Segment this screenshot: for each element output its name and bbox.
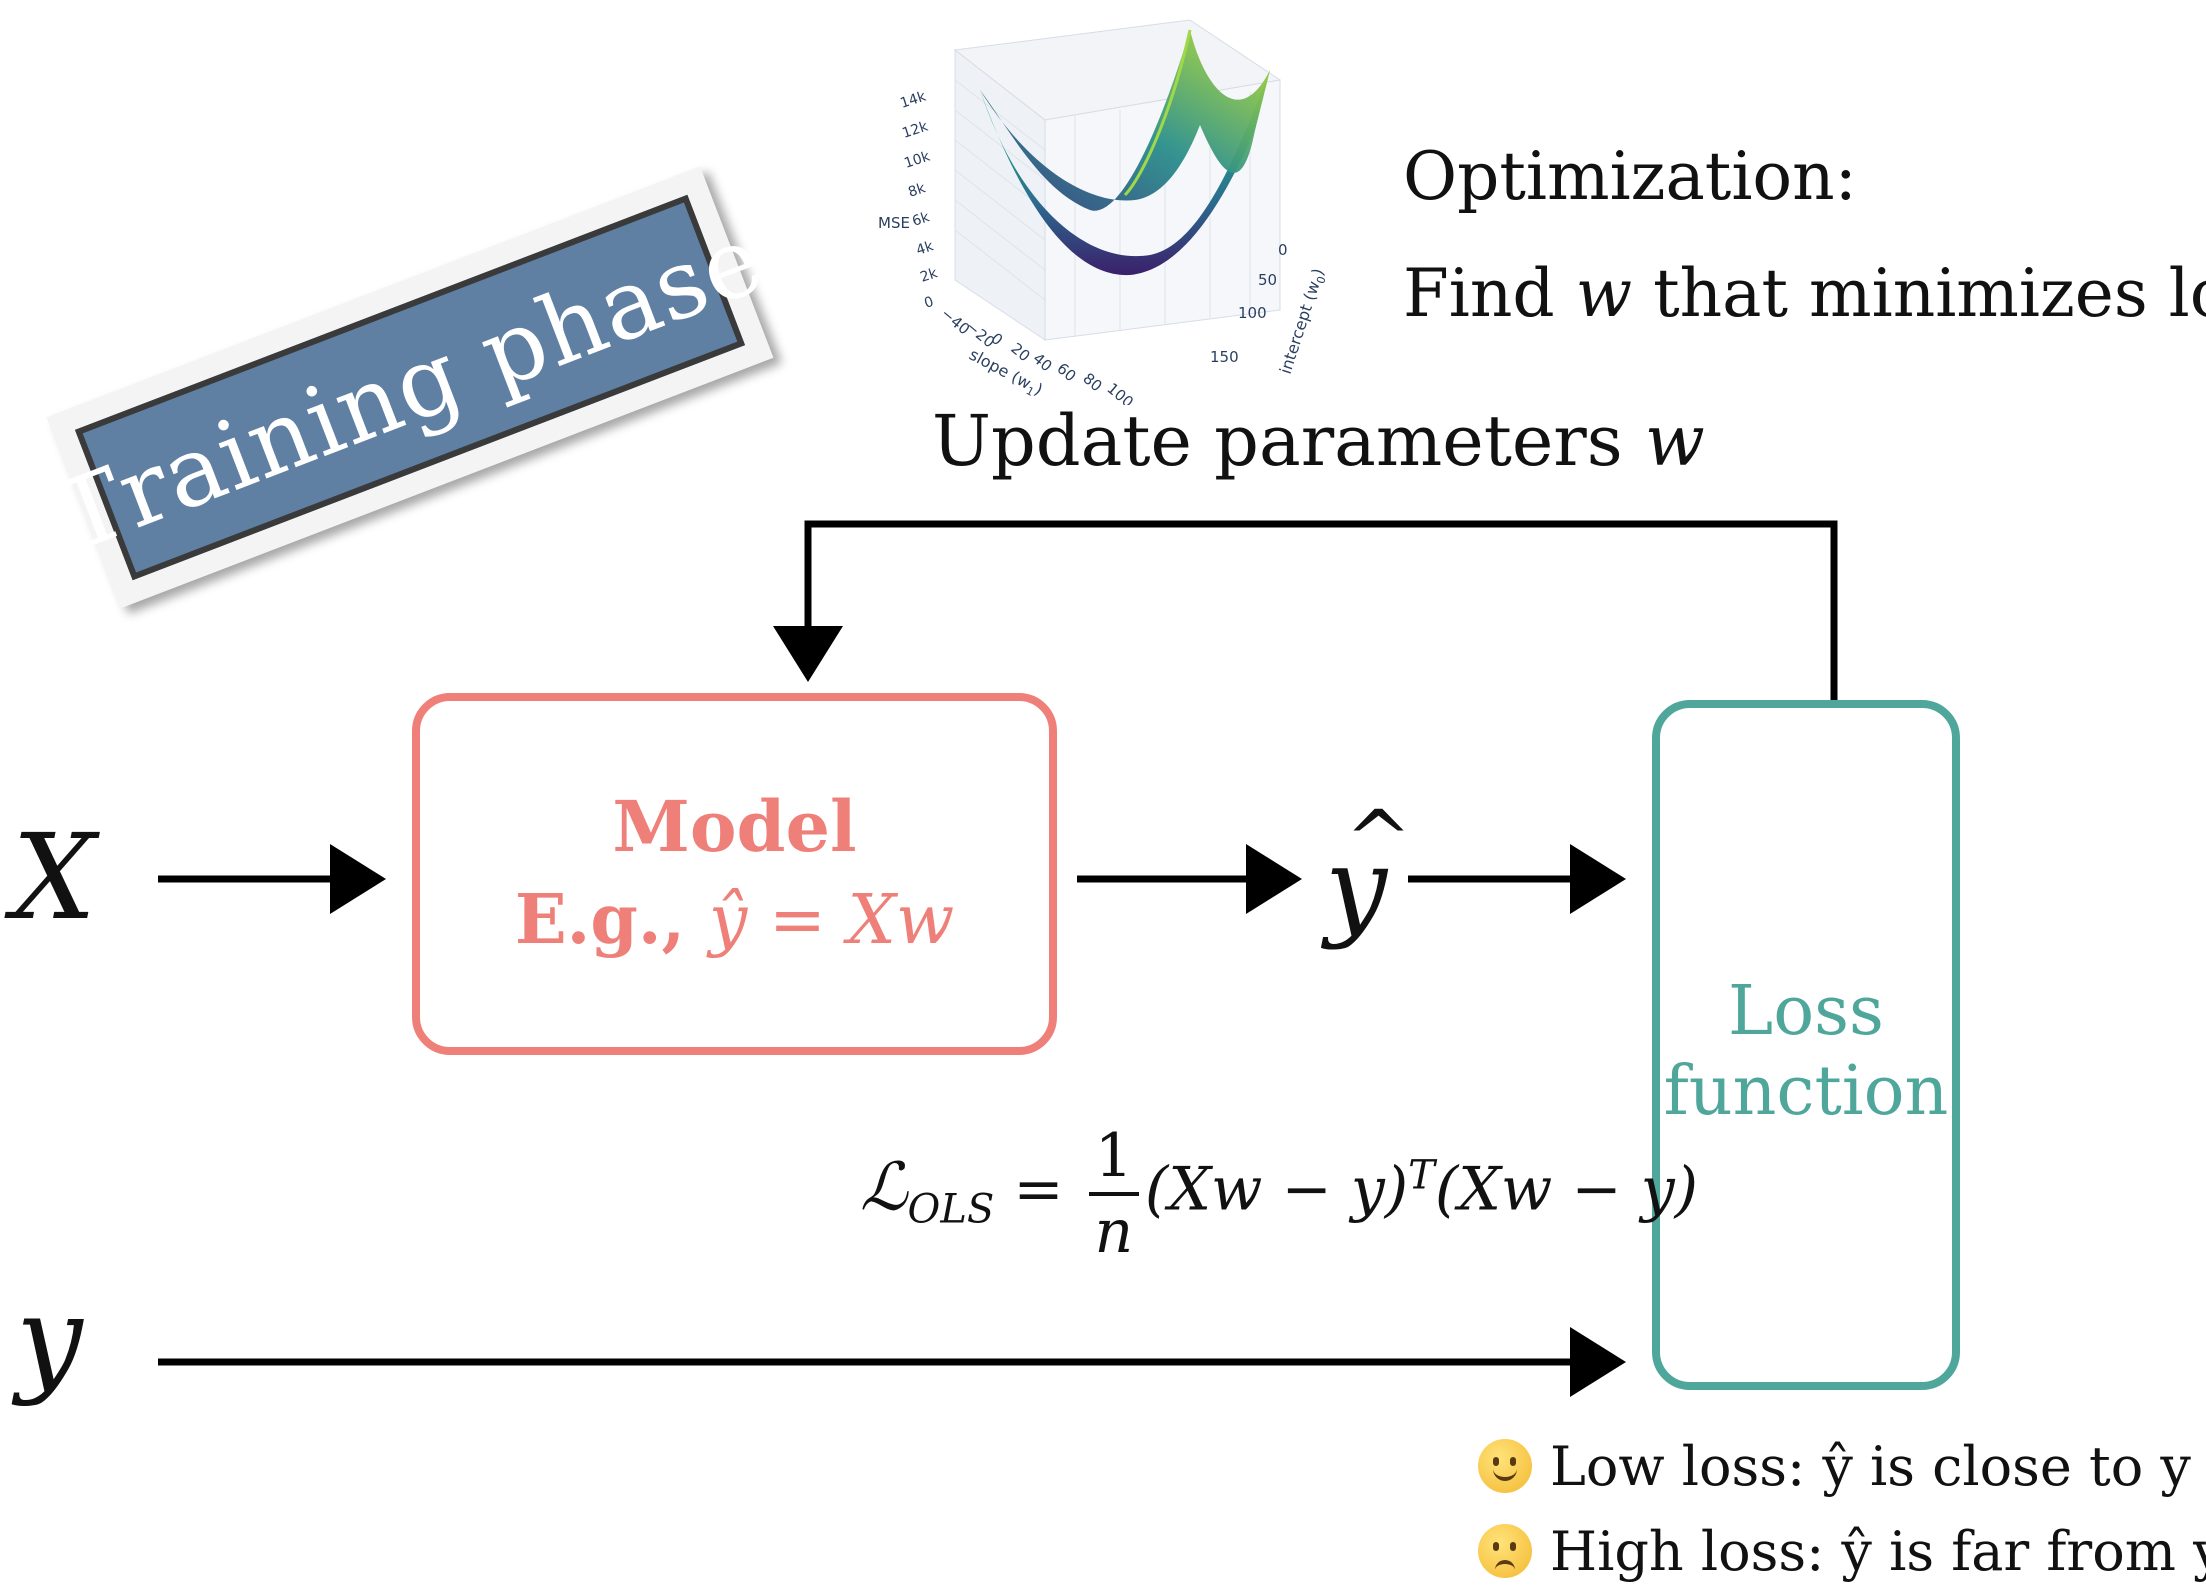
y-axis-ticks: 0 50 100 150 — [1210, 241, 1288, 366]
optimization-description: Find w that minimizes loss — [1403, 255, 2206, 332]
update-parameters-label: Update parameters w — [932, 400, 1705, 482]
model-title: Model — [612, 785, 857, 868]
slightly-smiling-face-icon — [1478, 1439, 1532, 1493]
pensive-face-icon — [1478, 1524, 1532, 1578]
hat-symbol: ^ — [1345, 793, 1413, 886]
feedback-arrow — [773, 520, 1838, 700]
input-y: y — [16, 1270, 83, 1408]
svg-text:0: 0 — [1278, 241, 1288, 259]
model-box — [412, 693, 1057, 1055]
svg-text:4k: 4k — [914, 238, 936, 259]
surface-back — [980, 30, 1270, 211]
svg-text:2k: 2k — [918, 265, 940, 286]
grid-lines — [954, 79, 1251, 336]
svg-text:6k: 6k — [910, 209, 932, 230]
svg-text:150: 150 — [1210, 348, 1239, 366]
input-x: X — [12, 808, 97, 946]
prediction-yhat: ^y — [1325, 793, 1413, 951]
svg-text:10k: 10k — [902, 148, 932, 172]
low-loss-note: Low loss: ŷ is close to y — [1478, 1435, 2191, 1498]
z-axis-label: MSE — [878, 214, 910, 232]
high-loss-note: High loss: ŷ is far from y — [1478, 1520, 2206, 1583]
loss-label-line1: Loss — [1728, 972, 1884, 1051]
svg-text:12k: 12k — [900, 118, 930, 142]
svg-text:100: 100 — [1238, 304, 1267, 322]
loss-label-line2: function — [1663, 1052, 1949, 1131]
optimization-title: Optimization: — [1403, 138, 1857, 215]
loss-function-label: Loss function — [1652, 972, 1960, 1132]
z-axis-ticks: 14k 12k 10k 8k 6k 4k 2k 0 — [898, 88, 940, 312]
svg-text:14k: 14k — [898, 88, 928, 112]
surface-front — [980, 70, 1270, 276]
svg-text:50: 50 — [1258, 271, 1277, 289]
surface-ridge — [1123, 29, 1192, 197]
svg-text:8k: 8k — [906, 180, 928, 201]
loss-function-box — [1652, 700, 1960, 1390]
loss-surface-plot: MSE 14k 12k 10k 8k 6k 4k 2k 0 −40 −20 0 … — [878, 19, 1329, 405]
model-equation: E.g., ŷ = Xw — [514, 880, 955, 960]
